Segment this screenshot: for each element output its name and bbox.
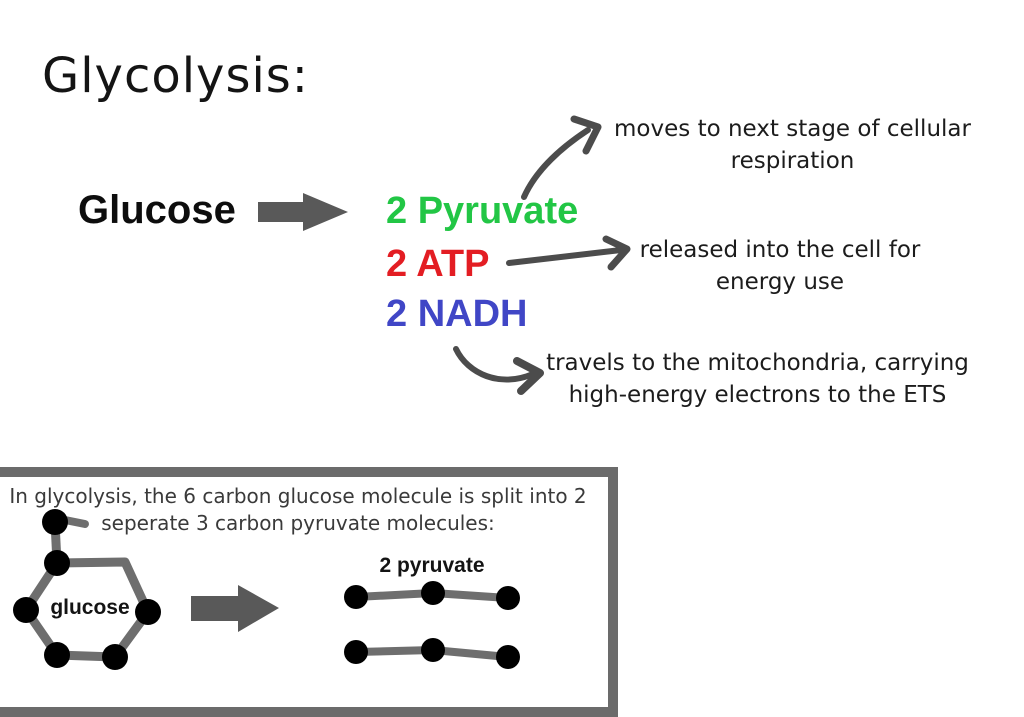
substrate-label: Glucose [78,188,236,232]
note-pyruvate: moves to next stage of cellular respirat… [600,113,985,177]
page-title: Glycolysis: [42,48,309,104]
product-nadh: 2 NADH [386,293,528,335]
note-line: released into the cell for [639,237,921,263]
block-arrow-right-icon [191,585,279,632]
note-line: respiration [730,148,855,174]
note-nadh: travels to the mitochondria, carrying hi… [530,347,985,411]
note-line: travels to the mitochondria, carrying [546,350,969,376]
note-atp: released into the cell for energy use [626,234,934,298]
caption-line: In glycolysis, the 6 carbon glucose mole… [9,484,587,508]
caption-line: seperate 3 carbon pyruvate molecules: [101,511,495,535]
curved-arrow-nadh-icon [453,346,544,395]
note-line: moves to next stage of cellular [614,116,971,142]
product-atp: 2 ATP [386,243,490,285]
inset-caption: In glycolysis, the 6 carbon glucose mole… [0,483,608,537]
product-pyruvate: 2 Pyruvate [386,190,579,232]
note-line: high-energy electrons to the ETS [568,382,947,408]
inset-box: In glycolysis, the 6 carbon glucose mole… [0,467,618,717]
glucose-ring-label: glucose [50,596,130,619]
glucose-molecule-icon [13,509,161,670]
pyruvate-molecules-icon [344,581,520,669]
straight-arrow-atp-icon [506,235,631,271]
block-arrow-right-icon [258,193,348,231]
pyruvate-group-label: 2 pyruvate [379,554,485,577]
note-line: energy use [715,269,845,295]
curved-arrow-pyruvate-icon [521,115,602,200]
molecule-diagram-layer [13,509,520,670]
